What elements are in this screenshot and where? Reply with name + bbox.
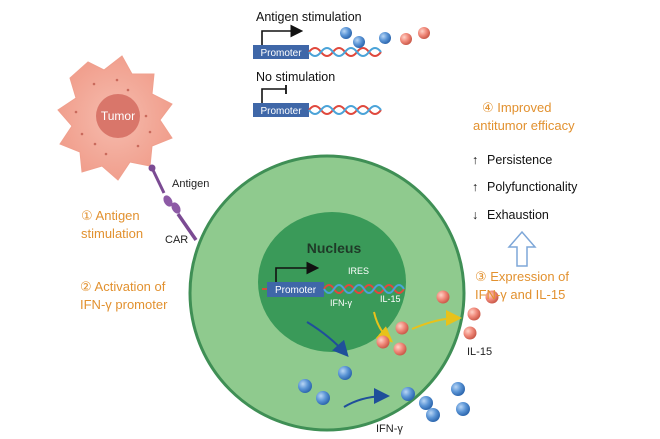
il15-protein — [436, 290, 450, 304]
step1-line2: stimulation — [81, 226, 143, 241]
il15-protein — [418, 27, 430, 39]
tss-arrow-icon — [261, 24, 304, 45]
no-stimulation-panel: No stimulation Promoter — [253, 70, 382, 117]
effect-arrow-icon: ↓ — [472, 208, 478, 222]
effects-list: ↑ Persistence ↑ Polyfunctionality ↓ Exha… — [472, 153, 578, 222]
il15-protein — [463, 326, 477, 340]
ires-label: IRES — [348, 266, 369, 276]
antigen-stimulation-panel: Antigen stimulation Promoter — [253, 10, 430, 59]
ifng-protein — [401, 387, 415, 401]
antigen-stimulation-label: Antigen stimulation — [256, 10, 362, 24]
dna-helix-icon — [308, 47, 382, 57]
step3-line2: IFN-γ and IL-15 — [475, 287, 565, 302]
no-stimulation-label: No stimulation — [256, 70, 335, 84]
step2-line1: ② Activation of — [80, 279, 166, 294]
effect-arrow-icon: ↑ — [472, 153, 478, 167]
effect-persistence: Persistence — [487, 153, 552, 167]
step-labels: ① Antigen stimulation ② Activation of IF… — [80, 100, 575, 312]
promoter-label: Promoter — [260, 48, 302, 59]
antigen-car-binding: Antigen CAR — [148, 164, 222, 256]
step2-line2: IFN-γ promoter — [80, 297, 168, 312]
ifng-export-arrow — [343, 388, 390, 408]
ifng-protein — [419, 396, 433, 410]
car-t-cell: Nucleus Promoter IRES IFN-γ IL-15 — [188, 154, 466, 432]
step4-line1: ④ Improved — [482, 100, 551, 115]
step1-line1: ① Antigen — [81, 208, 140, 223]
nucleus-promoter-label: Promoter — [275, 285, 317, 296]
antigen-stalk — [150, 167, 166, 194]
nucleus-label: Nucleus — [307, 240, 362, 256]
ifng-protein — [456, 402, 470, 416]
ifng-protein — [353, 36, 365, 48]
ifng-protein — [340, 27, 352, 39]
ifng-protein — [298, 379, 312, 393]
blocked-tss-icon — [261, 88, 286, 103]
step4-line2: antitumor efficacy — [473, 118, 575, 133]
scfv-icon — [163, 195, 173, 207]
hollow-up-arrow-icon — [507, 230, 537, 267]
scfv-icon — [171, 202, 181, 214]
il15-protein — [376, 335, 390, 349]
nucleus — [258, 212, 406, 352]
nucleus-il15-label: IL-15 — [380, 294, 401, 304]
antigen-label: Antigen — [172, 178, 209, 190]
step3-line1: ③ Expression of — [475, 269, 569, 284]
ifng-output-label: IFN-γ — [376, 423, 403, 435]
ifng-protein — [451, 382, 465, 396]
car-label: CAR — [165, 234, 188, 246]
effect-polyfunctionality: Polyfunctionality — [487, 180, 578, 194]
antigen-head-icon — [148, 164, 156, 172]
effect-exhaustion: Exhaustion — [487, 208, 549, 222]
il15-protein — [393, 342, 407, 356]
il15-protein — [395, 321, 409, 335]
promoter-box — [253, 103, 309, 117]
il15-output-label: IL-15 — [467, 346, 492, 358]
il15-export-arrow — [411, 310, 462, 330]
promoter-label: Promoter — [260, 106, 302, 117]
tumor-label: Tumor — [101, 109, 135, 123]
car-receptor — [176, 213, 198, 241]
ifng-protein — [379, 32, 391, 44]
effect-arrow-icon: ↑ — [472, 180, 478, 194]
nucleus-ifng-label: IFN-γ — [330, 298, 352, 308]
ifng-protein — [316, 391, 330, 405]
promoter-box — [253, 45, 309, 59]
tumor-nucleus — [96, 94, 140, 138]
tumor-cell: Tumor — [57, 55, 173, 181]
il15-protein — [467, 307, 481, 321]
il15-protein — [485, 290, 499, 304]
nucleus-promoter-box — [267, 282, 324, 297]
ifng-secretion-arrow — [306, 321, 349, 357]
dna-helix-icon — [308, 105, 382, 115]
ifng-protein — [426, 408, 440, 422]
ifng-protein — [338, 366, 352, 380]
il15-protein — [400, 33, 412, 45]
tss-arrow-icon — [275, 261, 320, 282]
dna-helix-icon — [323, 284, 405, 294]
